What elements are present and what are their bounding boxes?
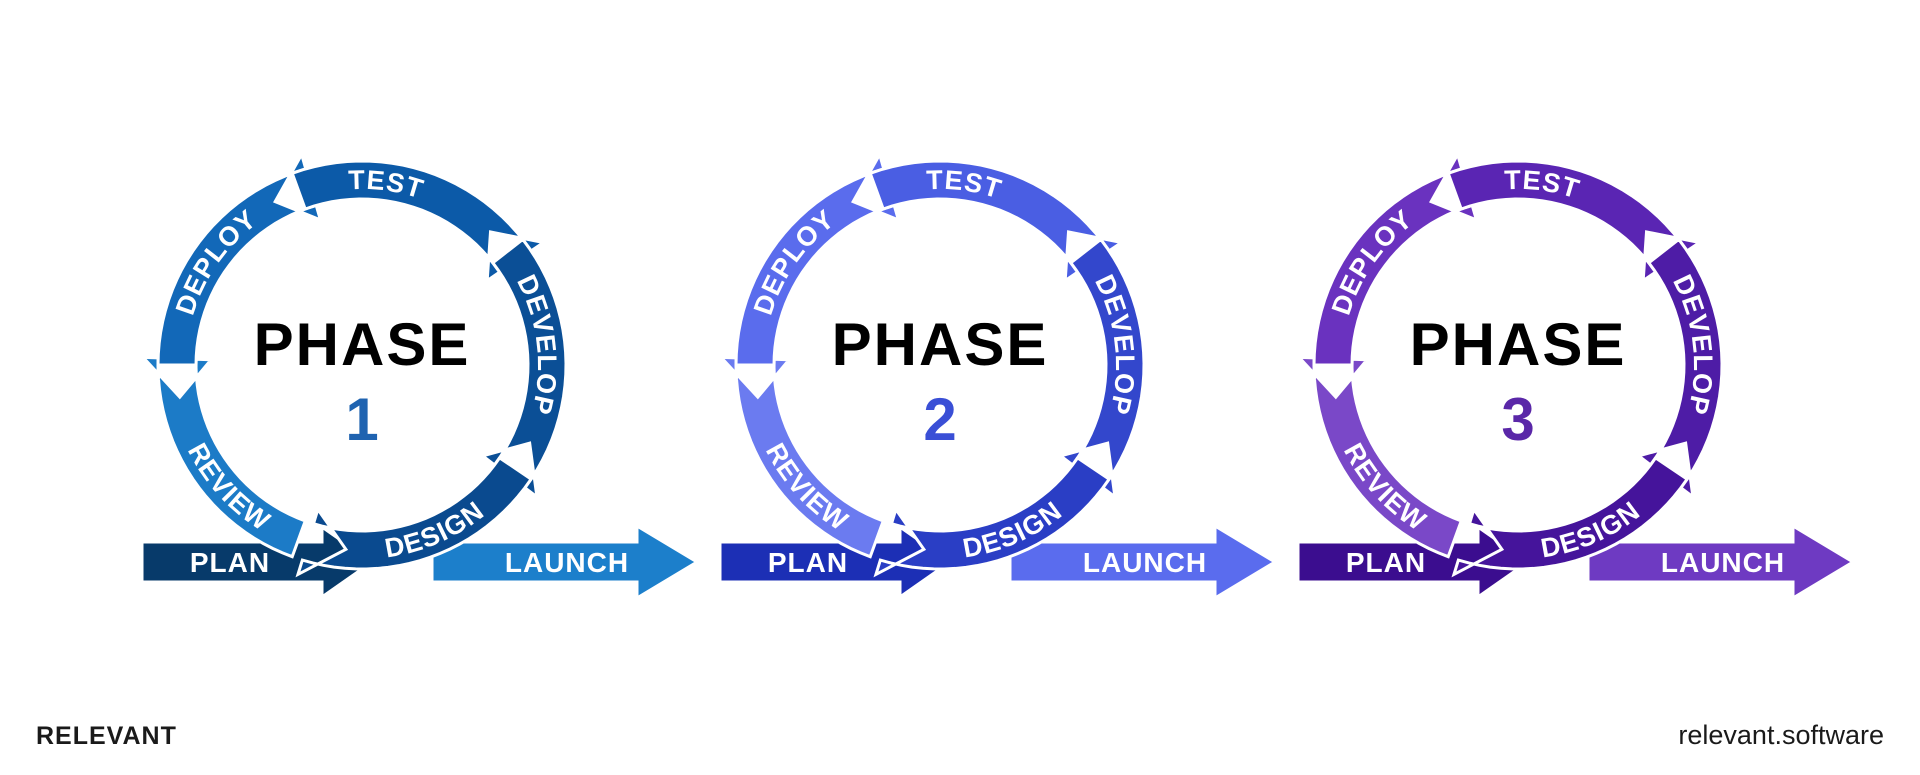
test-arrow: [290, 159, 548, 284]
phase-number: 1: [345, 386, 378, 453]
develop-arrow: [479, 237, 568, 501]
review-arrow: [1295, 355, 1464, 559]
review-arrow: [717, 355, 886, 559]
deploy-arrow: [1312, 150, 1479, 367]
review-label: REVIEW: [182, 438, 276, 537]
review-arrow: [139, 355, 308, 559]
phase-title: PHASE: [254, 311, 471, 378]
launch-label: LAUNCH: [1661, 547, 1785, 578]
deploy-arrow: [734, 150, 901, 367]
phase-number: 3: [1501, 386, 1534, 453]
launch-arrow: [1008, 523, 1278, 601]
launch-label: LAUNCH: [505, 547, 629, 578]
plan-arrow: [140, 524, 375, 600]
brand-logo-text: RELEVANT: [36, 722, 177, 750]
plan-arrow: [718, 524, 953, 600]
launch-label: LAUNCH: [1083, 547, 1207, 578]
develop-label: DEVELOP: [1089, 270, 1140, 418]
develop-label: DEVELOP: [1667, 270, 1718, 418]
develop-arrow: [1635, 237, 1724, 501]
phase-number: 2: [923, 386, 956, 453]
review-label: REVIEW: [760, 438, 854, 537]
test-arrow: [1446, 159, 1704, 284]
test-arrow: [868, 159, 1126, 284]
phase-title: PHASE: [1410, 311, 1627, 378]
deploy-arrow: [156, 150, 323, 367]
develop-arrow: [1057, 237, 1146, 501]
phase-title: PHASE: [832, 311, 1049, 378]
plan-arrow: [1296, 524, 1531, 600]
launch-arrow: [430, 523, 700, 601]
review-label: REVIEW: [1338, 438, 1432, 537]
design-arrow: [873, 455, 1112, 578]
plan-label: PLAN: [1346, 547, 1426, 578]
design-arrow: [295, 455, 534, 578]
design-arrow: [1451, 455, 1690, 578]
develop-label: DEVELOP: [511, 270, 562, 418]
plan-label: PLAN: [190, 547, 270, 578]
site-url: relevant.software: [1678, 720, 1884, 750]
plan-label: PLAN: [768, 547, 848, 578]
launch-arrow: [1586, 523, 1856, 601]
